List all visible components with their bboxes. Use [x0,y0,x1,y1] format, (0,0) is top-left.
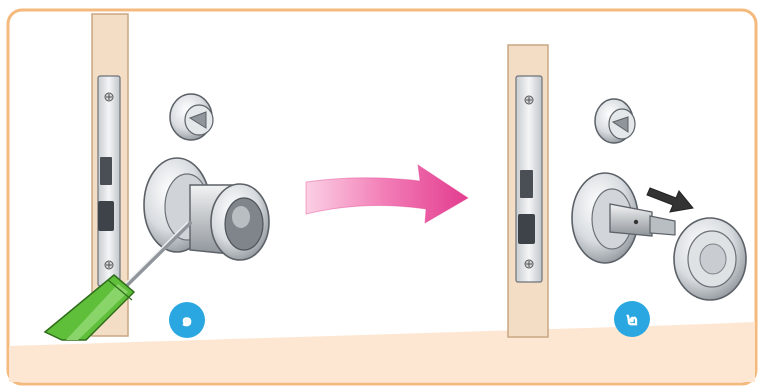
latch-upper-2 [520,170,533,198]
step-number-1: ๑ [181,310,192,331]
latch-lower-1 [98,201,114,231]
knob-cap-1 [170,94,213,140]
latch-lower-2 [518,214,535,244]
latch-upper-1 [100,157,112,185]
removed-knob [674,218,746,300]
step-number-2: ๒ [626,309,638,330]
